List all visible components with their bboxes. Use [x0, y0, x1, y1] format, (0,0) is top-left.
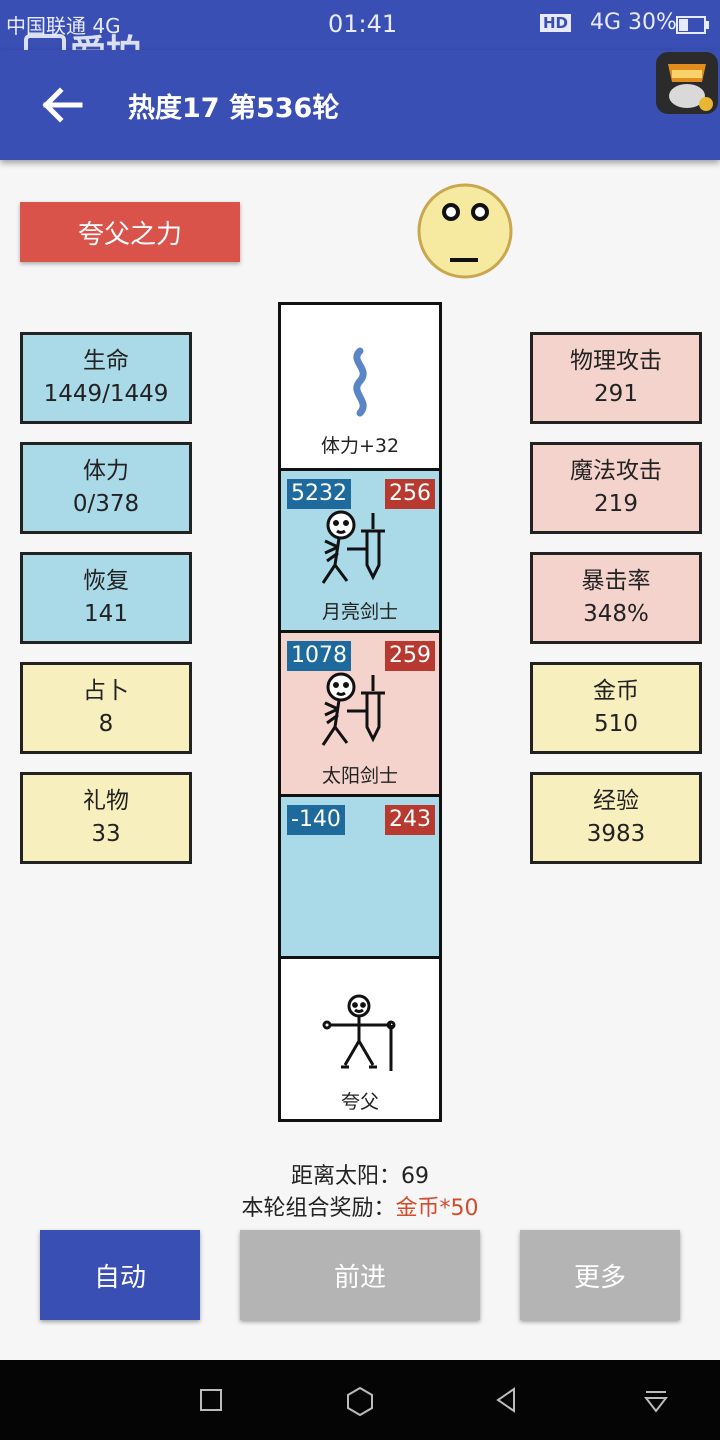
cell-hp-badge: -140 [287, 805, 345, 835]
stat-gift[interactable]: 礼物 33 [20, 772, 192, 864]
distance-label: 距离太阳： [290, 1164, 401, 1189]
swordsman-icon [321, 672, 385, 746]
stat-value: 510 [594, 711, 638, 737]
distance-value: 69 [401, 1164, 429, 1189]
stat-label: 恢复 [83, 568, 129, 594]
tower-cell-player[interactable]: 夸父 [281, 959, 439, 1119]
stat-label: 金币 [593, 678, 639, 704]
tower-cell-item[interactable]: 体力+32 [281, 305, 439, 471]
forward-button[interactable]: 前进 [240, 1230, 480, 1320]
more-button[interactable]: 更多 [520, 1230, 680, 1320]
player-name: 夸父 [340, 1091, 379, 1113]
stat-divination[interactable]: 占卜 8 [20, 662, 192, 754]
round-reward: 本轮组合奖励：金币*50 [0, 1190, 720, 1222]
stat-label: 生命 [83, 348, 129, 374]
auto-button[interactable]: 自动 [40, 1230, 200, 1320]
enemy-hp-badge: 5232 [287, 479, 351, 509]
stat-value: 291 [594, 381, 638, 407]
stat-gold: 金币 510 [530, 662, 702, 754]
stamina-potion-icon [353, 347, 367, 417]
tower-cell-enemy-sun[interactable]: 1078 259 太阳剑士 [281, 633, 439, 797]
tower-cell-enemy-moon[interactable]: 5232 256 月亮剑士 [281, 471, 439, 633]
distance-to-sun: 距离太阳：69 [0, 1158, 720, 1190]
tower-column: 体力+32 5232 256 月亮剑士 1078 259 [278, 302, 442, 1122]
stat-label: 占卜 [83, 678, 129, 704]
stat-label: 暴击率 [581, 568, 651, 594]
stat-value: 219 [594, 491, 638, 517]
stat-label: 魔法攻击 [570, 458, 662, 484]
status-bar: 中国联通 4G 01:41 HD 4G 30% [0, 0, 720, 50]
stat-recovery: 恢复 141 [20, 552, 192, 644]
clock: 01:41 [328, 10, 398, 38]
reward-value: 金币*50 [395, 1196, 479, 1221]
battery-icon [676, 16, 709, 34]
kuafu-player-icon [322, 994, 396, 1071]
app-bar: 热度17 第536轮 [0, 50, 720, 160]
network-text: 4G [590, 10, 622, 35]
swordsman-icon [321, 510, 385, 584]
stat-value: 0/378 [72, 491, 140, 517]
cell-attack-badge: 243 [385, 805, 435, 835]
page-title: 热度17 第536轮 [128, 93, 340, 124]
stat-hp: 生命 1449/1449 [20, 332, 192, 424]
stat-crit-rate: 暴击率 348% [530, 552, 702, 644]
stat-value: 33 [91, 821, 121, 847]
stat-magic-attack: 魔法攻击 219 [530, 442, 702, 534]
stat-exp: 经验 3983 [530, 772, 702, 864]
enemy-name: 月亮剑士 [321, 601, 398, 623]
battery-text: 30% [628, 10, 677, 35]
stat-value: 8 [98, 711, 114, 737]
home-icon[interactable] [345, 1386, 375, 1416]
face-avatar-icon[interactable] [416, 182, 514, 280]
stat-value: 3983 [586, 821, 646, 847]
stat-stamina: 体力 0/378 [20, 442, 192, 534]
stat-value: 348% [583, 601, 649, 627]
stat-label: 经验 [593, 788, 639, 814]
system-nav-bar [0, 1360, 720, 1440]
tower-cell-empty[interactable]: -140 243 [281, 797, 439, 959]
recent-apps-icon[interactable] [199, 1388, 223, 1412]
back-icon[interactable] [494, 1387, 518, 1413]
back-arrow-icon[interactable] [36, 80, 86, 130]
tower-item-label: 体力+32 [320, 435, 400, 457]
stat-value: 141 [84, 601, 128, 627]
notification-shade-icon[interactable] [643, 1388, 669, 1414]
stat-physical-attack: 物理攻击 291 [530, 332, 702, 424]
enemy-hp-badge: 1078 [287, 641, 351, 671]
app-logo-icon[interactable] [654, 50, 720, 118]
kuafu-power-button[interactable]: 夸父之力 [20, 202, 240, 262]
stat-value: 1449/1449 [43, 381, 169, 407]
hd-badge: HD [540, 14, 572, 32]
enemy-attack-badge: 256 [385, 479, 435, 509]
enemy-name: 太阳剑士 [321, 765, 398, 787]
stat-label: 礼物 [83, 788, 129, 814]
enemy-attack-badge: 259 [385, 641, 435, 671]
stat-label: 体力 [83, 458, 129, 484]
stat-label: 物理攻击 [570, 348, 662, 374]
reward-label: 本轮组合奖励： [241, 1196, 396, 1221]
